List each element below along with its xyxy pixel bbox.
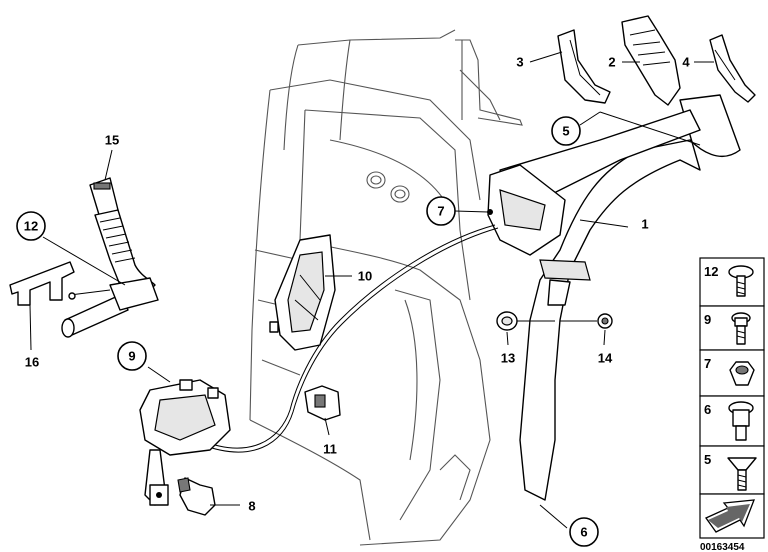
belt-retractor bbox=[487, 164, 566, 256]
hardware-legend: 12 9 7 6 5 bbox=[699, 257, 765, 552]
hex-nut-icon bbox=[729, 361, 755, 386]
countersunk-screw-icon bbox=[727, 457, 757, 491]
callout-7-ring bbox=[426, 196, 456, 226]
legend-cell-1 bbox=[699, 257, 765, 307]
callout-9-ring bbox=[117, 341, 147, 371]
part-4-trim-cover bbox=[709, 34, 756, 103]
direction-arrow-icon bbox=[705, 499, 755, 533]
diagram-code: 00163454 bbox=[700, 542, 745, 552]
callout-11: 11 bbox=[323, 442, 337, 457]
legend-cell-5 bbox=[699, 445, 765, 495]
callout-2: 2 bbox=[608, 55, 615, 70]
part-13-cap bbox=[496, 311, 518, 331]
callout-12-ring bbox=[16, 211, 46, 241]
callout-7: 7 bbox=[437, 204, 444, 219]
callout-6-ring bbox=[569, 517, 599, 547]
legend-label-1: 12 bbox=[704, 264, 718, 279]
torx-bolt-icon bbox=[731, 312, 751, 345]
callout-16: 16 bbox=[25, 355, 39, 370]
callout-9: 9 bbox=[128, 349, 135, 364]
part-8-clip bbox=[149, 477, 216, 516]
part-14-nut bbox=[597, 313, 613, 329]
callout-5-ring bbox=[551, 116, 581, 146]
callout-10: 10 bbox=[358, 269, 372, 284]
callout-13: 13 bbox=[501, 351, 515, 366]
callout-8: 8 bbox=[248, 499, 255, 514]
callout-4: 4 bbox=[682, 55, 690, 70]
part-2-trim-cover bbox=[621, 15, 681, 106]
legend-label-2: 9 bbox=[704, 312, 711, 327]
release-cable bbox=[199, 224, 499, 453]
legend-label-3: 7 bbox=[704, 356, 711, 371]
legend-label-4: 6 bbox=[704, 402, 711, 417]
callout-15: 15 bbox=[105, 133, 119, 148]
part-15-belt-buckle bbox=[61, 177, 159, 338]
part-16-bracket bbox=[9, 261, 111, 306]
callout-3: 3 bbox=[516, 55, 523, 70]
part-10-bracket-plate bbox=[269, 234, 336, 351]
callouts: 1 2 3 4 5 6 7 8 9 10 11 12 13 14 15 16 bbox=[16, 55, 690, 547]
callout-12: 12 bbox=[24, 219, 38, 234]
callout-1: 1 bbox=[641, 217, 648, 232]
leader-lines bbox=[29, 51, 714, 529]
callout-6: 6 bbox=[580, 525, 587, 540]
part-3-trim-cover bbox=[557, 29, 611, 104]
part-11-cable-clip bbox=[304, 385, 341, 421]
callout-5: 5 bbox=[562, 124, 569, 139]
legend-cell-2 bbox=[699, 305, 765, 351]
legend-label-5: 5 bbox=[704, 452, 711, 467]
callout-14: 14 bbox=[598, 351, 613, 366]
stepped-bolt-icon bbox=[728, 401, 754, 441]
round-head-bolt-icon bbox=[728, 265, 754, 297]
